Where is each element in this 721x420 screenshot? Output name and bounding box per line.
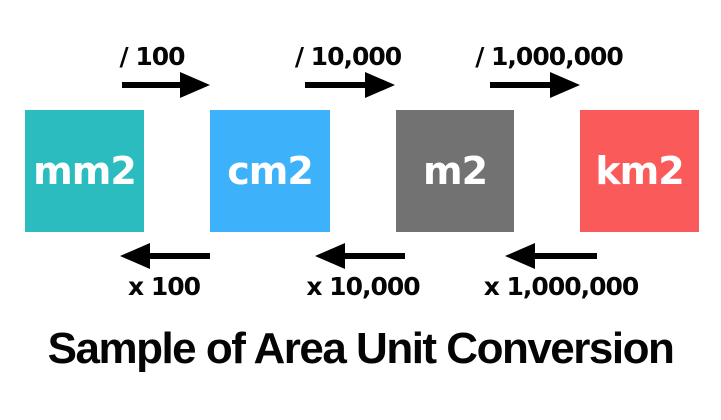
arrow-left-icon	[315, 243, 405, 269]
unit-box-mm2: mm2	[25, 110, 144, 232]
multiply-label-100: x 100	[127, 272, 201, 301]
unit-label-km2: km2	[595, 149, 684, 193]
arrow-right-icon	[305, 72, 395, 98]
arrow-right-icon	[490, 72, 580, 98]
divide-label-1000000: / 1,000,000	[475, 42, 624, 71]
divide-label-100: / 100	[119, 42, 185, 71]
unit-label-m2: m2	[422, 149, 488, 193]
diagram-title: Sample of Area Unit Conversion	[47, 324, 675, 373]
unit-box-m2: m2	[396, 110, 514, 232]
unit-label-mm2: mm2	[33, 149, 137, 193]
unit-label-cm2: cm2	[227, 149, 314, 193]
arrow-left-icon	[120, 243, 210, 269]
divide-label-10000: / 10,000	[294, 42, 402, 71]
unit-box-cm2: cm2	[210, 110, 330, 232]
arrow-left-icon	[505, 243, 597, 269]
arrow-right-icon	[122, 72, 210, 98]
multiply-label-10000: x 10,000	[306, 272, 420, 301]
unit-box-km2: km2	[580, 110, 699, 232]
multiply-label-1000000: x 1,000,000	[483, 272, 640, 301]
